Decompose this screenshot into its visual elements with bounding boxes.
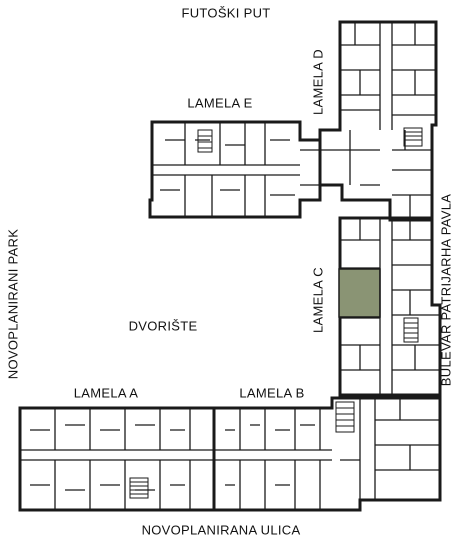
lamela-b-outline bbox=[212, 396, 442, 512]
lamela-a-outline bbox=[18, 406, 216, 512]
stair-core-c bbox=[403, 317, 419, 343]
stair-core-c-steps bbox=[404, 322, 418, 339]
lamela-c-outline bbox=[338, 216, 442, 397]
stair-core-d bbox=[403, 127, 423, 147]
street-left-label: NOVOPLANIRANI PARK bbox=[5, 228, 21, 380]
street-bottom-label: NOVOPLANIRANA ULICA bbox=[141, 522, 301, 538]
lamela-a-label: LAMELA A bbox=[73, 385, 139, 401]
lamela-d-outline bbox=[318, 20, 438, 222]
stair-core-d-steps bbox=[404, 131, 422, 141]
stair-core-b-steps bbox=[336, 407, 354, 427]
stair-core-a-steps bbox=[130, 481, 148, 495]
street-top-label: FUTOŠKI PUT bbox=[181, 5, 271, 21]
lamela-c-walls bbox=[340, 218, 440, 395]
street-right-label: BULEVAR PATRIJARHA PAVLA bbox=[438, 193, 454, 387]
stair-core-b bbox=[335, 401, 355, 433]
stair-core-e bbox=[197, 129, 213, 153]
stair-core-a bbox=[129, 477, 149, 499]
lamela-e-walls bbox=[152, 122, 320, 217]
lamela-a-walls bbox=[20, 408, 214, 510]
lamela-e-label: LAMELA E bbox=[187, 95, 253, 111]
stair-core-e-steps bbox=[198, 135, 212, 149]
highlighted-unit bbox=[338, 268, 381, 318]
lamela-b-walls bbox=[214, 398, 440, 510]
lamela-d-label: LAMELA D bbox=[310, 49, 326, 115]
lamela-b-label: LAMELA B bbox=[239, 385, 305, 401]
lamela-e-outline bbox=[148, 120, 322, 219]
lamela-c-label: LAMELA C bbox=[310, 267, 326, 333]
courtyard-label: DVORIŠTE bbox=[128, 318, 198, 334]
lamela-d-walls bbox=[320, 22, 436, 220]
